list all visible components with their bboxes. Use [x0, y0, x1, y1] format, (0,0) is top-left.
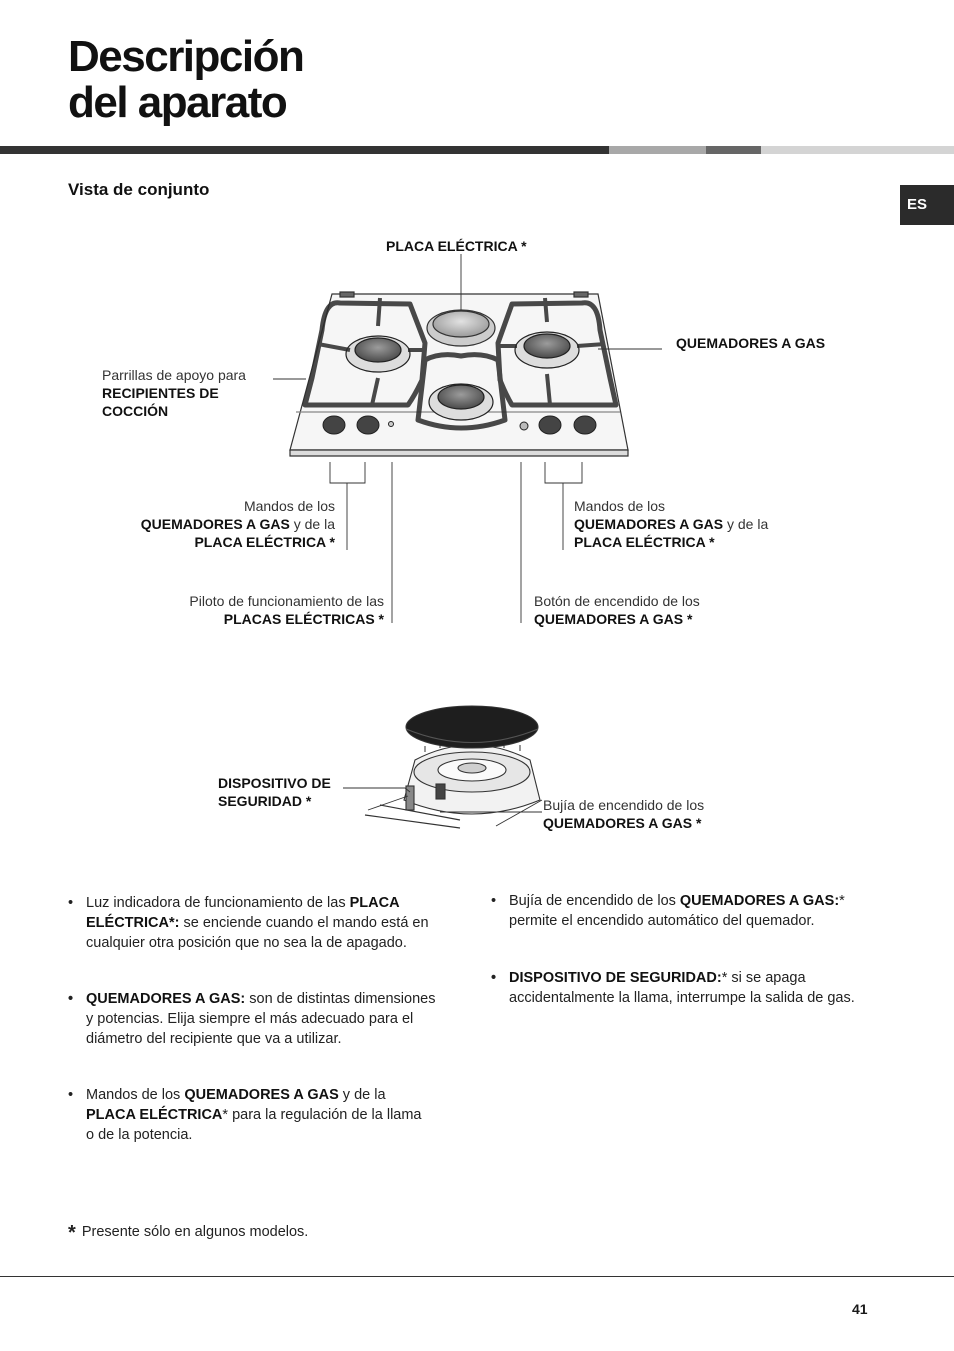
label-mandos-left: Mandos de los QUEMADORES A GAS y de la P…: [140, 498, 335, 550]
header-bar-dark: [0, 146, 609, 154]
header-bar-light: [761, 146, 954, 154]
footer-rule: [0, 1276, 954, 1277]
page-title: Descripción del aparato: [68, 32, 305, 127]
detail-leader-lines: [343, 787, 543, 827]
label-mandos-right: Mandos de los QUEMADORES A GAS y de la P…: [574, 498, 769, 550]
header-bar-gray: [609, 146, 706, 154]
bullet-luz-indicadora: •Luz indicadora de funcionamiento de las…: [68, 895, 429, 951]
leader-lines: [273, 254, 662, 623]
footnote-star: *: [68, 1222, 76, 1244]
label-placa-electrica: PLACA ELÉCTRICA *: [386, 238, 527, 254]
label-parrillas: Parrillas de apoyo para RECIPIENTES DE C…: [102, 367, 246, 419]
pan-supports: [302, 297, 619, 431]
language-tab: ES: [900, 185, 954, 225]
footnote-text: Presente sólo en algunos modelos.: [77, 1224, 309, 1240]
electric-plate: [426, 309, 496, 347]
label-quemadores-gas: QUEMADORES A GAS: [676, 335, 826, 351]
label-dispositivo-seguridad: DISPOSITIVO DE SEGURIDAD *: [218, 775, 331, 809]
label-piloto: Piloto de funcionamiento de las PLACAS E…: [189, 593, 384, 627]
footnote: * Presente sólo en algunos modelos.: [68, 1222, 308, 1245]
section-subtitle: Vista de conjunto: [68, 180, 210, 199]
label-boton-encendido: Botón de encendido de los QUEMADORES A G…: [534, 593, 700, 627]
page-number: 41: [852, 1301, 868, 1317]
bullet-mandos: •Mandos de los QUEMADORES A GAS y de la …: [68, 1087, 422, 1143]
bullet-bujia: •Bujía de encendido de los QUEMADORES A …: [491, 893, 845, 929]
page-title-line-1: Descripción: [68, 32, 305, 81]
burner-detail-drawing: [364, 705, 541, 829]
bullet-quemadores: •QUEMADORES A GAS: son de distintas dime…: [68, 991, 436, 1047]
page-title-line-2: del aparato: [68, 78, 288, 127]
gas-burners: [345, 331, 580, 421]
header-bar-mid: [706, 146, 761, 154]
control-knobs: [322, 415, 597, 435]
label-bujia: Bujía de encendido de los QUEMADORES A G…: [543, 797, 705, 831]
bullet-dispositivo: •DISPOSITIVO DE SEGURIDAD:* si se apaga …: [491, 970, 855, 1006]
